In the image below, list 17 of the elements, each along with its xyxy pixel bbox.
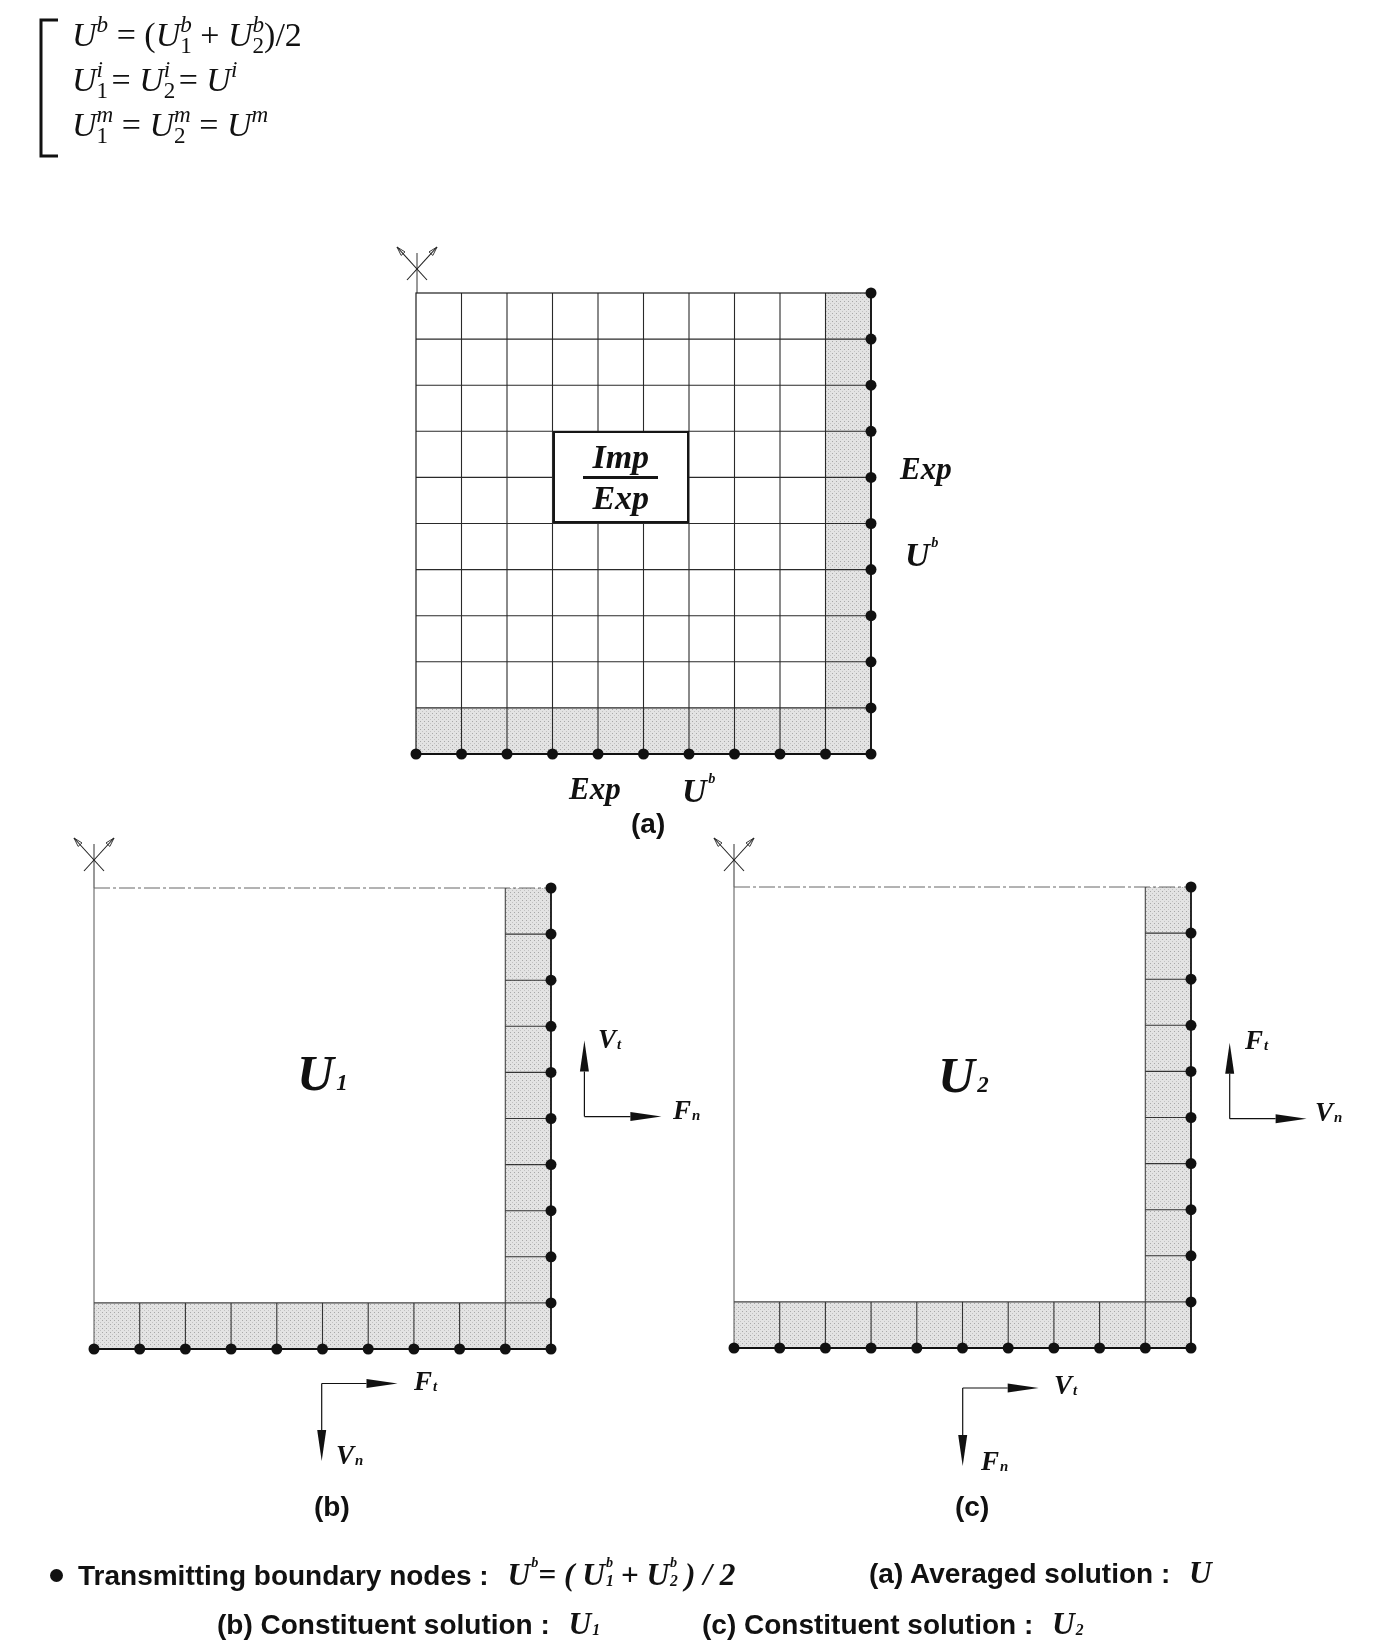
panel-caption: (c) bbox=[955, 1493, 990, 1521]
boundary-label: Exp bbox=[900, 453, 952, 484]
scheme-label: Exp bbox=[592, 479, 650, 516]
boundary-label: Exp bbox=[569, 773, 621, 804]
scheme-label: Imp bbox=[592, 439, 650, 476]
equation: U$_{1}$$^{m}$ = U$_{2}$$^{m}$ = U$^{m}$ bbox=[72, 108, 269, 142]
panel-caption: (a) bbox=[631, 810, 666, 838]
panel-caption: (b) bbox=[314, 1493, 350, 1521]
boundary-label: U$^{b}$ bbox=[682, 774, 716, 808]
equation: U$^{b}$ = (U$_{1}$$^{b}$ + U$_{2}$$^{b}$)/2 bbox=[72, 18, 302, 52]
solution-domain bbox=[87, 881, 558, 1356]
scheme-box bbox=[552, 431, 689, 524]
caption-text: (a) Averaged solution : U bbox=[869, 1557, 1212, 1589]
solution-domain bbox=[727, 880, 1198, 1355]
finite-element-mesh bbox=[409, 286, 878, 761]
equation: U$_{1}$$^{i}$ = U$_{2}$$^{i}$ = U$^{i}$ bbox=[72, 63, 238, 97]
boundary-label: U$^{b}$ bbox=[905, 538, 939, 572]
